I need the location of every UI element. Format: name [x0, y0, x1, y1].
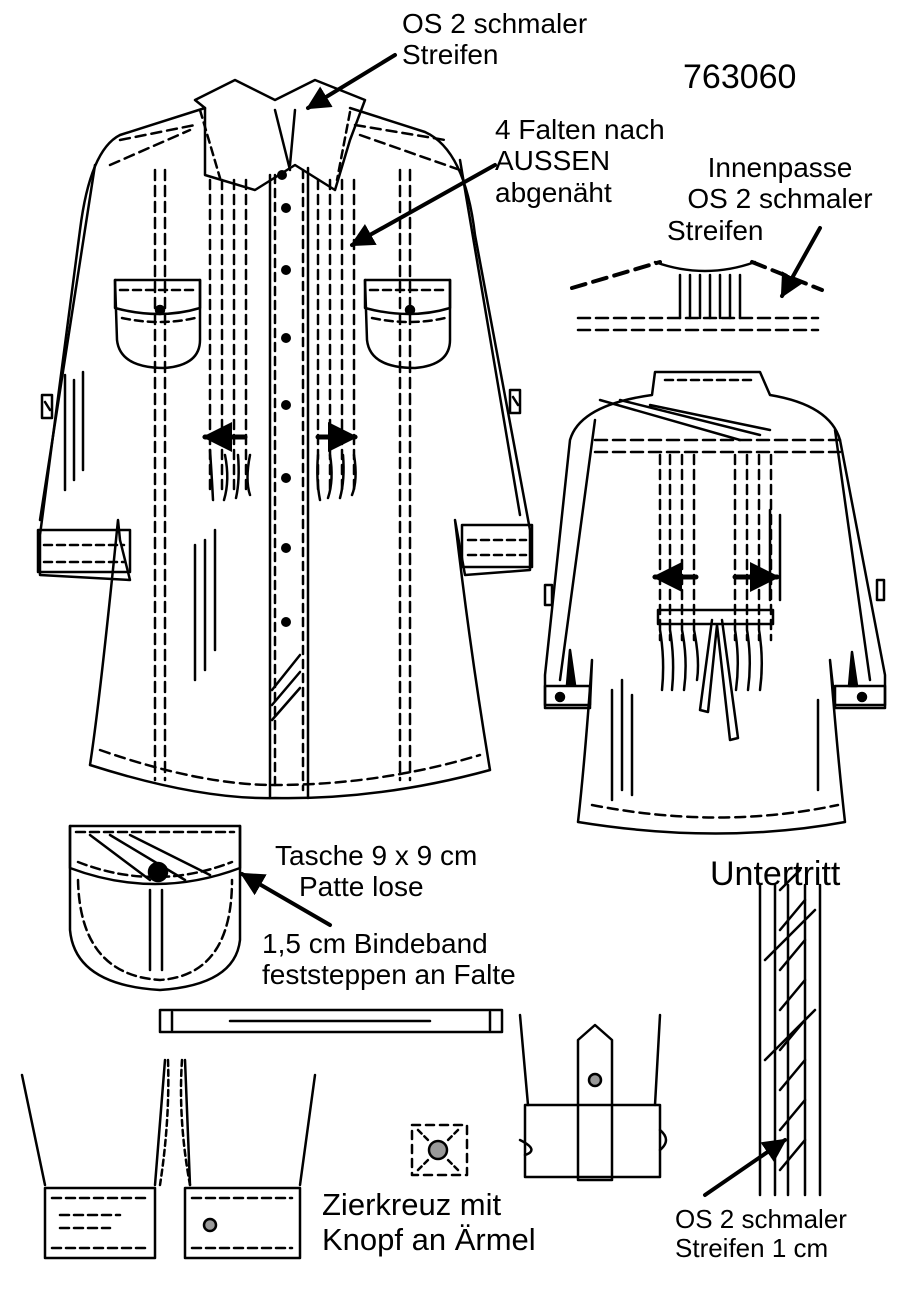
back-view: [543, 370, 887, 835]
inner-yoke-detail: [570, 260, 824, 332]
front-right-cuff: [460, 523, 534, 569]
underlap-title: Untertritt: [710, 855, 841, 893]
back-right-cuff: [833, 684, 887, 710]
front-buttons: [277, 170, 291, 627]
style-number: 763060: [683, 58, 797, 96]
tie-band-label: 1,5 cm Bindeband feststeppen an Falte: [262, 928, 516, 991]
rollup-tab-detail: [518, 1013, 668, 1182]
front-right-pocket: [363, 278, 452, 370]
collar-stripe-label: OS 2 schmaler Streifen: [402, 8, 588, 71]
underlap-stripe-label: OS 2 schmaler Streifen 1 cm: [675, 1204, 847, 1264]
front-view: [36, 78, 534, 800]
cross-button-label: Zierkreuz mit Knopf an Ärmel: [322, 1187, 536, 1257]
underlap-detail: [758, 868, 822, 1197]
annotation-arrows: [239, 53, 822, 1197]
inner-yoke-label: Innenpasse OS 2 schmaler Streifen: [667, 152, 873, 246]
front-placket: [268, 166, 310, 800]
back-pleats: [658, 453, 773, 642]
front-left-cuff: [36, 528, 132, 574]
front-body-outline: [38, 106, 532, 800]
cuff-detail: [20, 1058, 317, 1260]
pleats-label: 4 Falten nach AUSSEN abgenäht: [495, 114, 665, 208]
pocket-detail: [68, 824, 242, 992]
cross-button-detail: [410, 1123, 469, 1177]
back-tie: [698, 618, 740, 742]
back-body-outline: [543, 370, 887, 835]
tie-band-detail: [158, 1008, 504, 1034]
back-belt: [656, 608, 775, 626]
pocket-label: Tasche 9 x 9 cm Patte lose: [275, 840, 478, 903]
front-left-pocket: [113, 278, 202, 370]
